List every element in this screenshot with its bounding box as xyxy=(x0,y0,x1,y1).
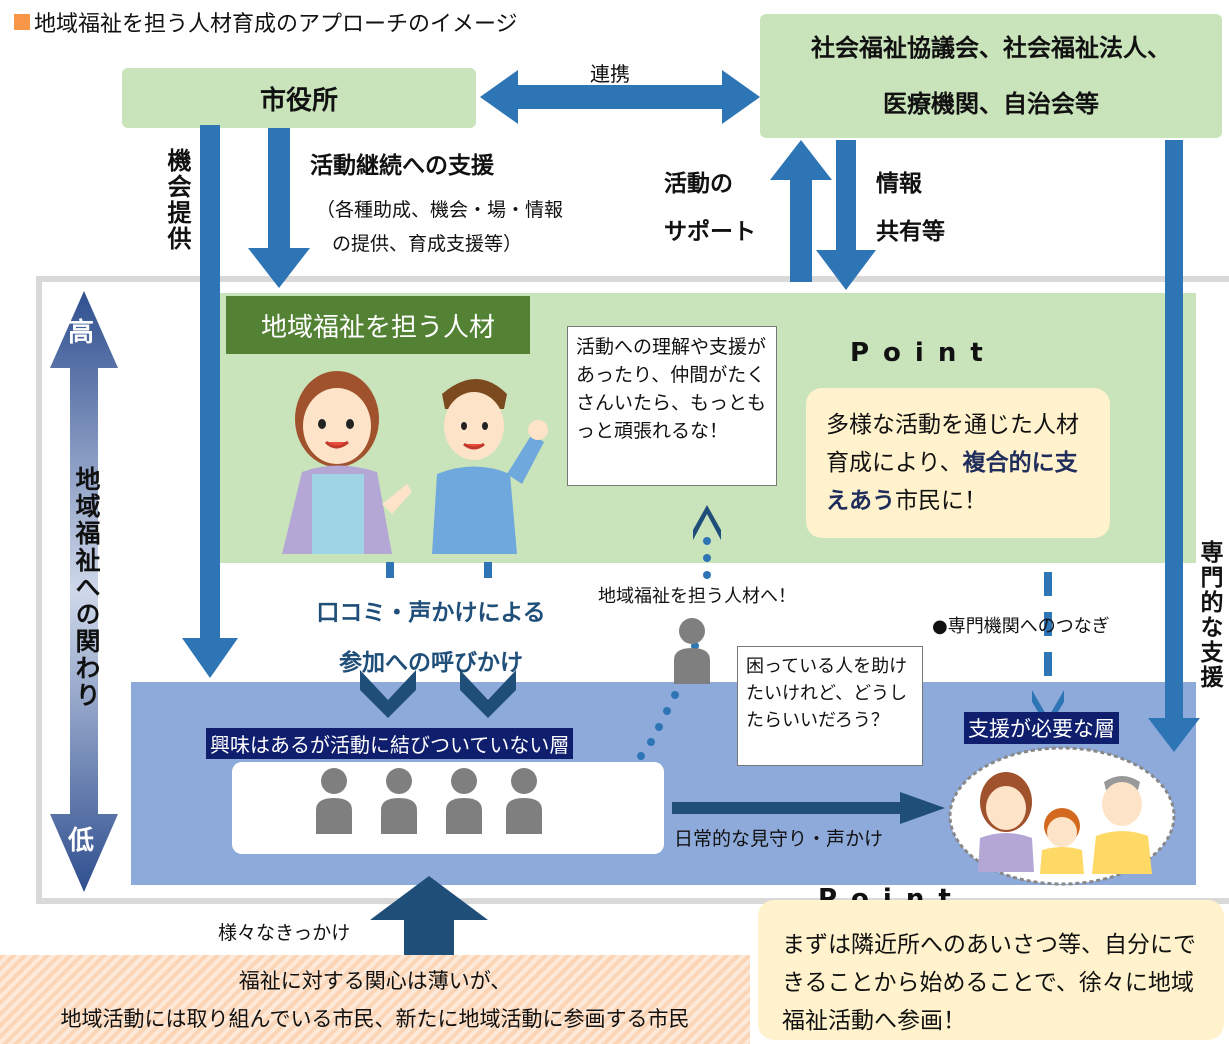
activity-support-up-arrow xyxy=(770,140,832,282)
to-talent-label: 地域福祉を担う人材へ！ xyxy=(598,586,796,607)
point-1-bold-2: に支えあう xyxy=(826,450,1078,514)
people-icons-group xyxy=(316,768,542,834)
point-1-box: 多様な活動を通じた人材育成により、複合的に支えあう市民に！ xyxy=(806,388,1110,538)
speech-bubble-2-text: 困っている人を助けたいけれど、どうしたらいいだろう？ xyxy=(746,656,908,731)
bottom-line-1: 福祉に対する関心は薄いが、 xyxy=(238,969,512,993)
interested-layer-label: 興味はあるが活動に結びついていない層 xyxy=(206,728,574,759)
dash-right xyxy=(484,562,492,578)
daily-watch-arrow xyxy=(672,792,945,824)
scale-high-label: 高 xyxy=(68,318,95,348)
continuation-support-title: 活動継続への支援 xyxy=(310,153,494,179)
partners-line-1: 社会福祉協議会、社会福祉法人、 xyxy=(811,34,1171,62)
bottom-line-2: 地域活動には取り組んでいる市民、新たに地域活動に参画する市民 xyxy=(60,1007,690,1031)
talent-label: 地域福祉を担う人材 xyxy=(260,312,495,343)
detail-line-1: （各種助成、機会・場・情報 xyxy=(316,199,564,221)
orange-square-icon xyxy=(14,14,30,30)
various-triggers-label: 様々なきっかけ xyxy=(218,922,351,944)
diagram-title: 地域福祉を担う人材育成のアプローチのイメージ xyxy=(14,6,518,38)
continuation-support-detail: （各種助成、機会・場・情報 の提供、育成支援等） xyxy=(316,193,563,261)
family-illustration xyxy=(948,746,1176,886)
speech-bubble-2: 困っている人を助けたいけれど、どうしたらいいだろう？ xyxy=(737,646,923,766)
scale-axis-label: 地域福祉への関わり xyxy=(72,466,101,709)
dash-left xyxy=(386,562,394,578)
word-of-mouth-label: 口コミ・声かけによる 参加への呼びかけ xyxy=(296,588,566,688)
talent-label-box: 地域福祉を担う人材 xyxy=(226,296,530,354)
partners-box: 社会福祉協議会、社会福祉法人、 医療機関、自治会等 xyxy=(760,14,1222,138)
kikai-teikyo-label: 機会提供 xyxy=(163,148,191,252)
chevron-down-right xyxy=(460,670,516,718)
point-1-text-a: 多様な活動を通じた人 xyxy=(826,412,1056,438)
info-share-label: 情報 共有等 xyxy=(876,160,945,256)
activity-support-label: 活動の サポート xyxy=(664,160,756,256)
activity-support-line-2: サポート xyxy=(664,219,756,245)
point-2-text: まずは隣近所へのあいさつ等、自分にできることから始めることで、徐々に地域福祉活動… xyxy=(782,932,1196,1034)
person-icon-standalone xyxy=(674,618,710,684)
scale-arrow xyxy=(50,291,118,892)
point-1-title: Point xyxy=(850,338,997,368)
detail-line-2: の提供、育成支援等） xyxy=(332,233,523,255)
info-share-line-1: 情報 xyxy=(876,171,922,197)
point-1-bold-1: 複合的 xyxy=(962,450,1032,476)
kikai-arrow xyxy=(182,125,238,678)
renkei-double-arrow xyxy=(480,70,760,124)
specialist-support-label: 専門的な支援 xyxy=(1196,540,1222,690)
dotted-arrowhead xyxy=(693,505,721,540)
dash-link-2 xyxy=(1044,612,1052,636)
outer-frame xyxy=(36,276,1229,904)
needs-support-label: 支援が必要な層 xyxy=(964,712,1119,744)
info-share-line-2: 共有等 xyxy=(876,219,945,245)
diagram-title-text: 地域福祉を担う人材育成のアプローチのイメージ xyxy=(34,12,518,37)
bottom-citizens-area xyxy=(0,955,750,1044)
specialist-support-arrow xyxy=(1148,140,1200,752)
activity-support-line-1: 活動の xyxy=(664,171,733,197)
speech-bubble-1-text: 活動への理解や支援があったり、仲間がたくさんいたら、もっともっと頑張れるな！ xyxy=(576,336,767,442)
partners-line-2: 医療機関、自治会等 xyxy=(883,90,1099,118)
daily-watch-label: 日常的な見守り・声かけ xyxy=(674,828,884,850)
word-of-mouth-line-2: 参加への呼びかけ xyxy=(339,650,523,676)
continuation-arrow xyxy=(248,128,310,288)
point-1-text-c: 市民に！ xyxy=(895,488,987,514)
city-hall-label: 市役所 xyxy=(259,85,338,116)
point-1-text-b: 材育成により、 xyxy=(826,412,1079,476)
dash-link-3 xyxy=(1044,652,1052,676)
word-of-mouth-line-1: 口コミ・声かけによる xyxy=(316,600,546,626)
city-hall-box: 市役所 xyxy=(122,68,476,128)
scale-low-label: 低 xyxy=(68,826,95,856)
renkei-label: 連携 xyxy=(590,62,630,86)
speech-bubble-1: 活動への理解や支援があったり、仲間がたくさんいたら、もっともっと頑張れるな！ xyxy=(567,326,777,486)
chevron-down-left xyxy=(360,670,416,718)
info-share-down-arrow xyxy=(816,140,876,290)
volunteers-illustration xyxy=(282,371,548,554)
bottom-citizens-text: 福祉に対する関心は薄いが、 地域活動には取り組んでいる市民、新たに地域活動に参画… xyxy=(0,962,750,1038)
dash-link-1 xyxy=(1044,572,1052,596)
specialist-link-label: ●専門機関へのつなぎ xyxy=(932,616,1110,637)
point-2-box: まずは隣近所へのあいさつ等、自分にできることから始めることで、徐々に地域福祉活動… xyxy=(758,900,1224,1040)
